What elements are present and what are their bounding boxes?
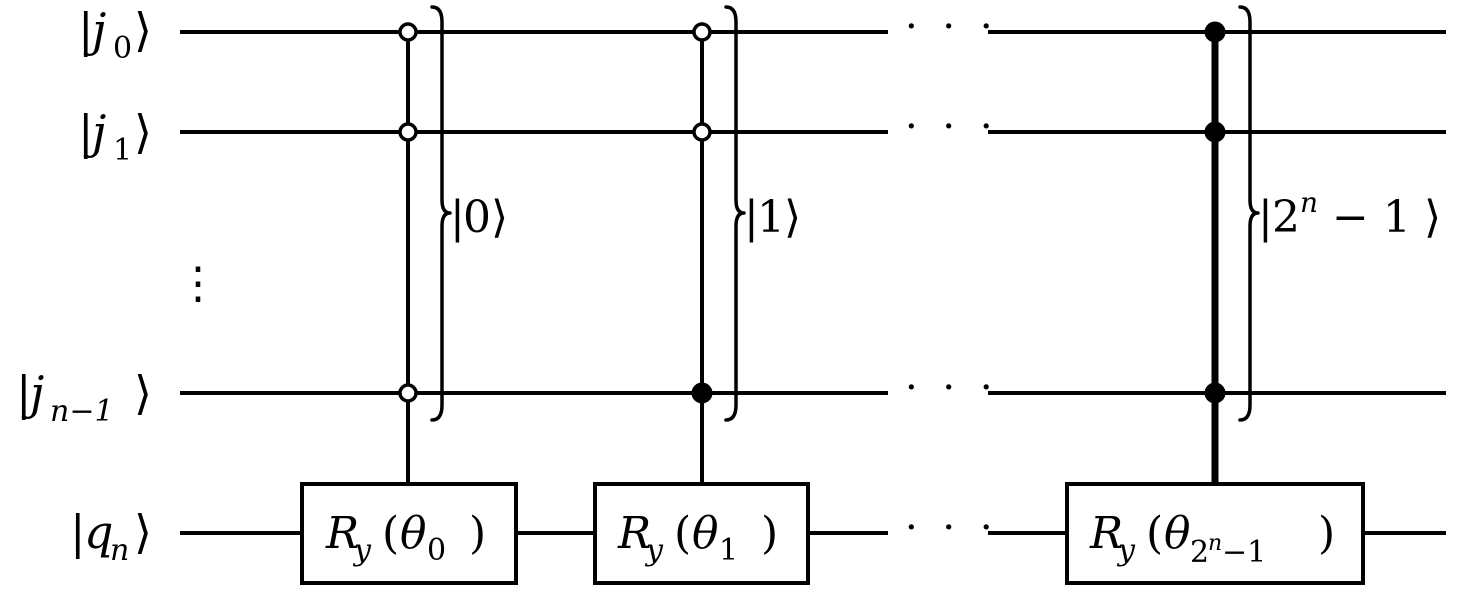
state-value: 0 [463, 192, 491, 243]
input-label-jn-1: | j n−1 ⟩ [16, 366, 152, 429]
ket-bar: | [450, 192, 465, 243]
state-label-1: | 1 ⟩ [744, 192, 801, 243]
ket-bar: | [70, 505, 86, 559]
gate-angle-subscript: 0 [427, 533, 446, 568]
gate-paren: ) [761, 508, 778, 559]
closed-control-dot [1204, 21, 1226, 43]
controlled-gate-0: R y ( θ 0 ) [300, 32, 518, 585]
gate-paren: ) [1318, 508, 1335, 559]
ry-gate-box [1065, 482, 1365, 585]
input-label-j1: | j 1 ⟩ [78, 105, 152, 168]
ket-bar: | [16, 366, 32, 420]
controlled-gate-1: R y ( θ 1 ) [593, 32, 810, 585]
state-label-0: | 0 ⟩ [450, 192, 508, 243]
ket-bar: | [78, 3, 94, 57]
gate-angle: θ [692, 508, 719, 559]
gate-angle: θ [400, 508, 427, 559]
right-brace [724, 5, 746, 422]
ket-variable: q [84, 505, 113, 559]
ket-subscript: n [110, 533, 129, 568]
ket-bracket: ⟩ [134, 3, 152, 57]
right-brace [430, 5, 452, 422]
ket-bracket: ⟩ [134, 505, 152, 559]
closed-control-dot [1204, 382, 1226, 404]
gate-operator-subscript: y [644, 533, 664, 568]
ket-bar: | [1258, 192, 1273, 243]
right-brace [1238, 5, 1260, 422]
gate-paren: ) [469, 508, 486, 559]
ket-bracket: ⟩ [784, 192, 801, 243]
gate-angle-subscript: 2 [1190, 535, 1209, 570]
horizontal-ellipsis: · · · [905, 104, 999, 150]
gate-paren: ( [1146, 508, 1163, 559]
state-value: 2 [1272, 192, 1300, 243]
gate-operator: R [617, 508, 651, 559]
control-dots-gate-last [1204, 21, 1226, 404]
open-control-dot [398, 22, 418, 42]
gate-angle: θ [1164, 508, 1191, 559]
ry-gate-box [593, 482, 810, 585]
open-control-dot [398, 122, 418, 142]
vertical-ellipsis: ⋮ [176, 258, 220, 309]
closed-control-dot [691, 382, 713, 404]
closed-control-dot [1204, 121, 1226, 143]
gate-operator: R [325, 508, 359, 559]
ket-subscript: n−1 [50, 394, 114, 429]
state-label-last: | 2 n − 1 ⟩ [1258, 186, 1441, 243]
input-label-qn: | q n ⟩ [70, 505, 152, 568]
gate-operator-subscript: y [352, 533, 372, 568]
horizontal-ellipsis: · · · [905, 4, 999, 50]
ket-bracket: ⟩ [491, 192, 508, 243]
ket-bracket: ⟩ [134, 366, 152, 420]
gate-angle-subscript: 1 [719, 533, 738, 568]
open-control-dot [692, 122, 712, 142]
gate-operator-subscript: y [1116, 533, 1136, 568]
open-control-dot [692, 22, 712, 42]
horizontal-ellipsis: · · · [905, 505, 999, 551]
qubit-wires [180, 30, 1446, 535]
control-dots-gate-1 [691, 22, 713, 404]
ry-gate-box [300, 482, 518, 585]
state-value: 1 [757, 192, 785, 243]
gate-paren: ( [674, 508, 691, 559]
open-control-dot [398, 383, 418, 403]
ket-bar: | [78, 105, 94, 159]
horizontal-ellipsis: · · · [905, 365, 999, 411]
state-exponent: n [1300, 186, 1318, 219]
ket-bracket: ⟩ [1424, 192, 1441, 243]
gate-operator: R [1089, 508, 1123, 559]
ket-bar: | [744, 192, 759, 243]
ket-subscript: 1 [113, 133, 132, 168]
ket-subscript: 0 [113, 31, 132, 66]
state-tail: − 1 [1318, 192, 1411, 243]
ket-bracket: ⟩ [134, 105, 152, 159]
input-label-j0: | j 0 ⟩ [78, 3, 152, 66]
control-dots-gate-0 [398, 22, 418, 403]
gate-angle-subscript-exponent: n [1208, 531, 1222, 556]
gate-angle-subscript-tail: −1 [1222, 535, 1266, 570]
gate-paren: ( [382, 508, 399, 559]
controlled-gate-last: R y ( θ 2 n −1 ) [1065, 32, 1365, 585]
